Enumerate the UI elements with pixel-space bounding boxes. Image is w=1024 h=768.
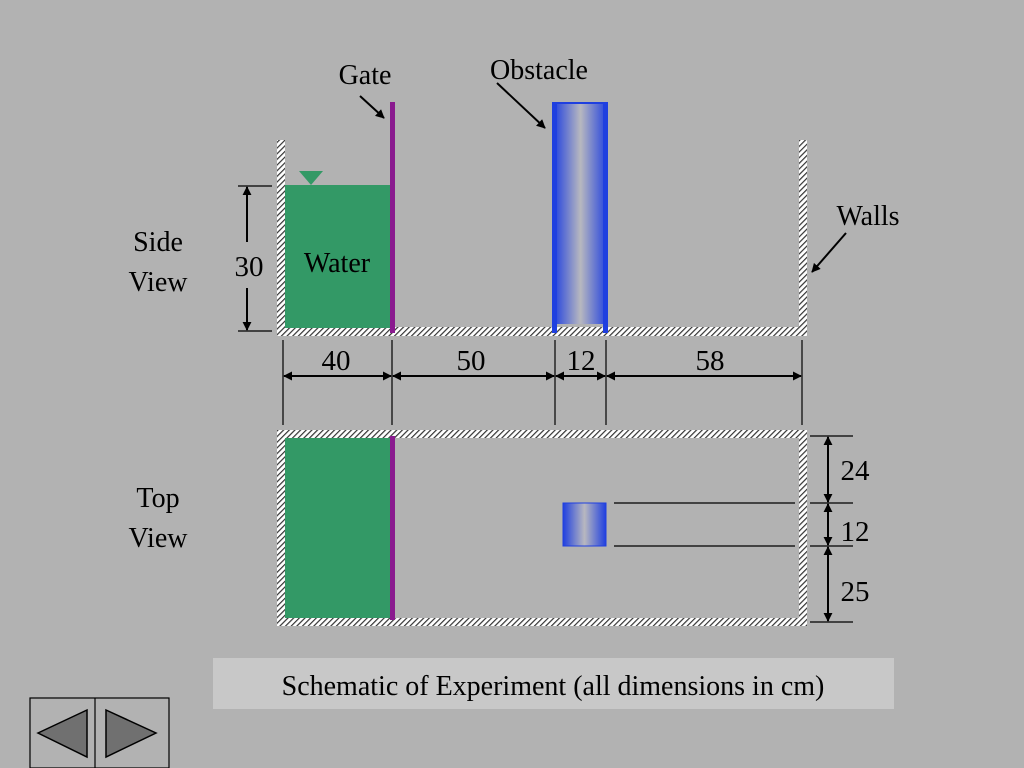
gate-label: Gate: [339, 60, 392, 91]
side-right-wall: [799, 140, 807, 336]
top-view: 24 12 25 Top View: [129, 430, 870, 626]
side-view-label-line1: Side: [133, 227, 183, 258]
svg-text:30: 30: [235, 251, 264, 283]
top-view-label-line2: View: [129, 523, 189, 554]
caption-text: Schematic of Experiment (all dimensions …: [282, 671, 825, 702]
triangle-right-icon: [105, 708, 158, 759]
caption-box: Schematic of Experiment (all dimensions …: [213, 658, 894, 709]
dim-width-upper: 24: [841, 455, 871, 487]
water-level-marker-icon: [299, 171, 323, 185]
dim-length-obstacle: 12: [567, 345, 596, 377]
dim-width-obstacle: 12: [841, 516, 870, 548]
side-view: Water Gate Obstacle Walls Side View 30: [129, 55, 900, 336]
top-wall-left: [277, 430, 285, 626]
water-label: Water: [304, 248, 371, 279]
top-water: [285, 438, 391, 618]
walls-label: Walls: [836, 201, 899, 232]
side-water: [285, 185, 391, 328]
dim-length-obstacle-to-wall: 58: [696, 345, 725, 377]
dim-length-water: 40: [322, 345, 351, 377]
triangle-left-icon: [36, 708, 88, 759]
obstacle-label: Obstacle: [490, 55, 588, 86]
top-wall-bottom: [277, 618, 807, 626]
next-slide-button[interactable]: [96, 699, 168, 767]
navigation-controls: [29, 697, 170, 768]
previous-slide-button[interactable]: [31, 699, 94, 767]
top-wall-top: [277, 430, 807, 438]
top-obstacle: [562, 502, 607, 547]
water-depth-dimension: 30: [235, 185, 272, 332]
side-obstacle: [552, 102, 608, 333]
top-gate: [390, 436, 395, 620]
obstacle-pointer-arrow: [496, 82, 546, 129]
dim-length-gate-to-obstacle: 50: [457, 345, 486, 377]
side-floor: [277, 327, 807, 336]
dim-width-lower: 25: [841, 576, 870, 608]
side-left-wall: [277, 140, 285, 336]
side-view-label-line2: View: [129, 267, 189, 298]
side-gate: [390, 102, 395, 333]
walls-pointer-arrow: [811, 232, 847, 273]
gate-pointer-arrow: [359, 95, 385, 119]
length-dimensions: 40 50 12 58: [282, 340, 803, 425]
top-wall-right: [799, 430, 807, 626]
top-view-label-line1: Top: [136, 483, 179, 514]
